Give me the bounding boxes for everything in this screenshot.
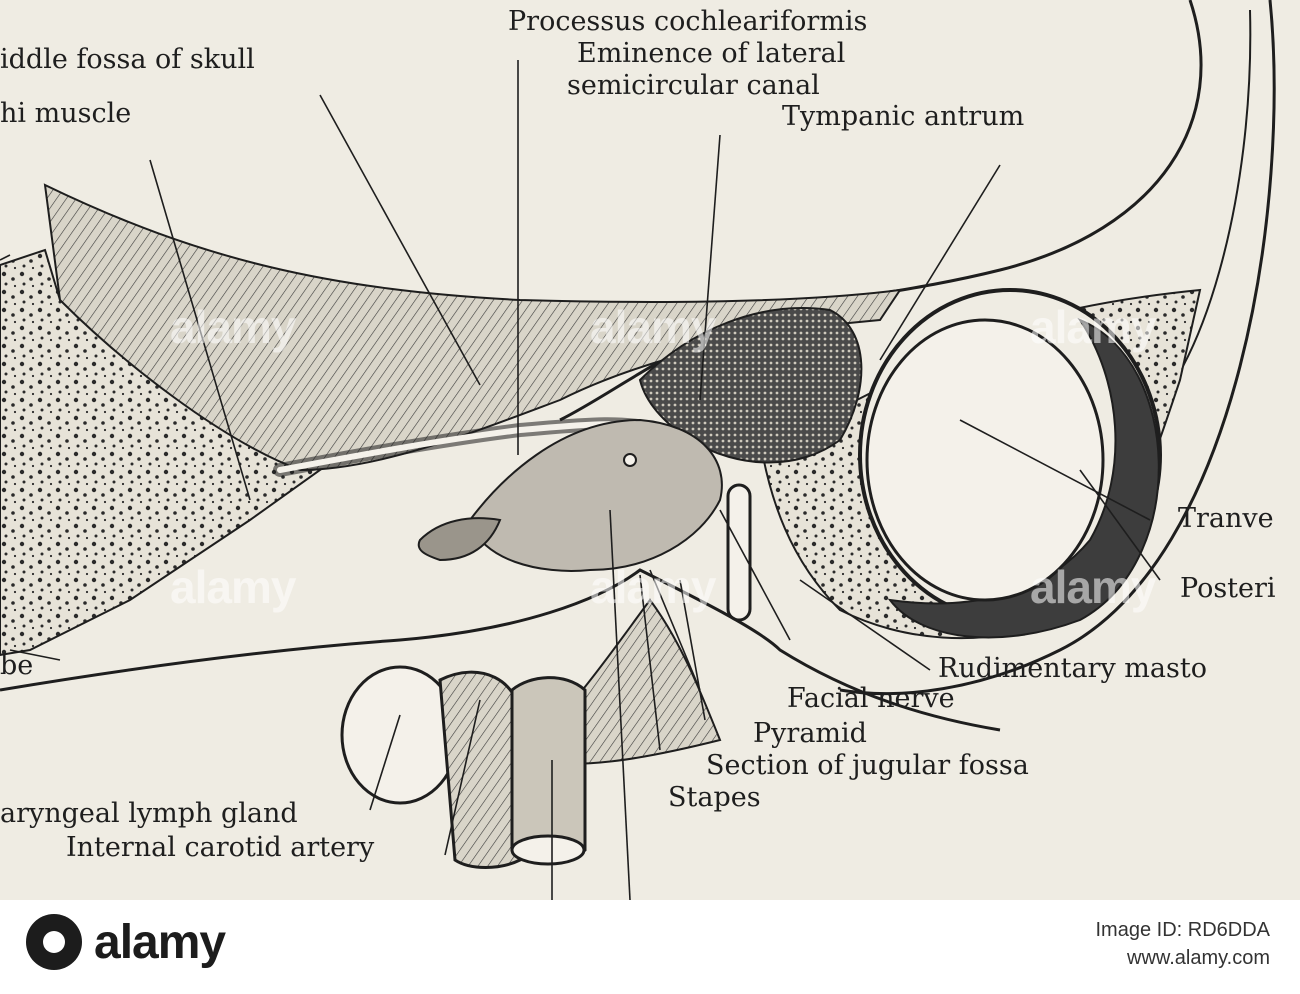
label-middle-fossa: iddle fossa of skull: [0, 44, 255, 75]
label-transverse-sinus: Tranve: [1178, 503, 1274, 534]
skull-outline: [559, 0, 1203, 422]
watermark: alamy: [590, 561, 716, 613]
skull-outline-outer: [839, 0, 1276, 696]
label-posterior: Posteri: [1180, 573, 1276, 604]
brand-logo[interactable]: alamy: [26, 914, 226, 970]
label-internal-carotid: Internal carotid artery: [66, 832, 375, 863]
anatomical-plate: Processus cochleariformis iddle fossa of…: [0, 0, 1300, 900]
brand-name: alamy: [94, 915, 226, 969]
site-link[interactable]: www.alamy.com: [1127, 947, 1270, 969]
label-lymph-gland: aryngeal lymph gland: [0, 798, 298, 829]
stock-footer: alamy Image ID: RD6DDA www.alamy.com: [0, 900, 1300, 994]
watermark: alamy: [590, 301, 716, 353]
label-processus-cochleariformis: Processus cochleariformis: [508, 6, 868, 37]
watermark: alamy: [170, 301, 296, 353]
sinus-wall: [887, 317, 1160, 639]
label-tensor-muscle: hi muscle: [0, 98, 132, 129]
ossicle-process: [417, 517, 502, 562]
label-rudimentary-mastoid: Rudimentary masto: [938, 653, 1207, 684]
label-pyramid: Pyramid: [753, 718, 867, 749]
watermark: alamy: [1030, 301, 1156, 353]
label-eminence-line1: Eminence of lateral: [577, 38, 846, 69]
label-tympanic-antrum: Tympanic antrum: [782, 101, 1025, 132]
jugular-vessel: [510, 676, 587, 862]
label-facial-nerve: Facial nerve: [787, 683, 955, 714]
facial-nerve-canal: [726, 483, 752, 622]
label-jugular-fossa: Section of jugular fossa: [706, 750, 1029, 781]
watermark: alamy: [1030, 561, 1156, 613]
brand-circle-icon: [26, 914, 82, 970]
leader-lines: [0, 60, 1161, 900]
image-id: Image ID: RD6DDA: [1095, 919, 1271, 941]
ossicle-mass: [468, 418, 723, 572]
label-tube: be: [0, 650, 34, 681]
label-eminence-line2: semicircular canal: [567, 70, 820, 101]
image-meta: Image ID: RD6DDA www.alamy.com: [1096, 916, 1271, 972]
watermark: alamy: [170, 561, 296, 613]
label-stapes: Stapes: [668, 782, 761, 813]
ear-section-drawing: [0, 0, 1276, 900]
